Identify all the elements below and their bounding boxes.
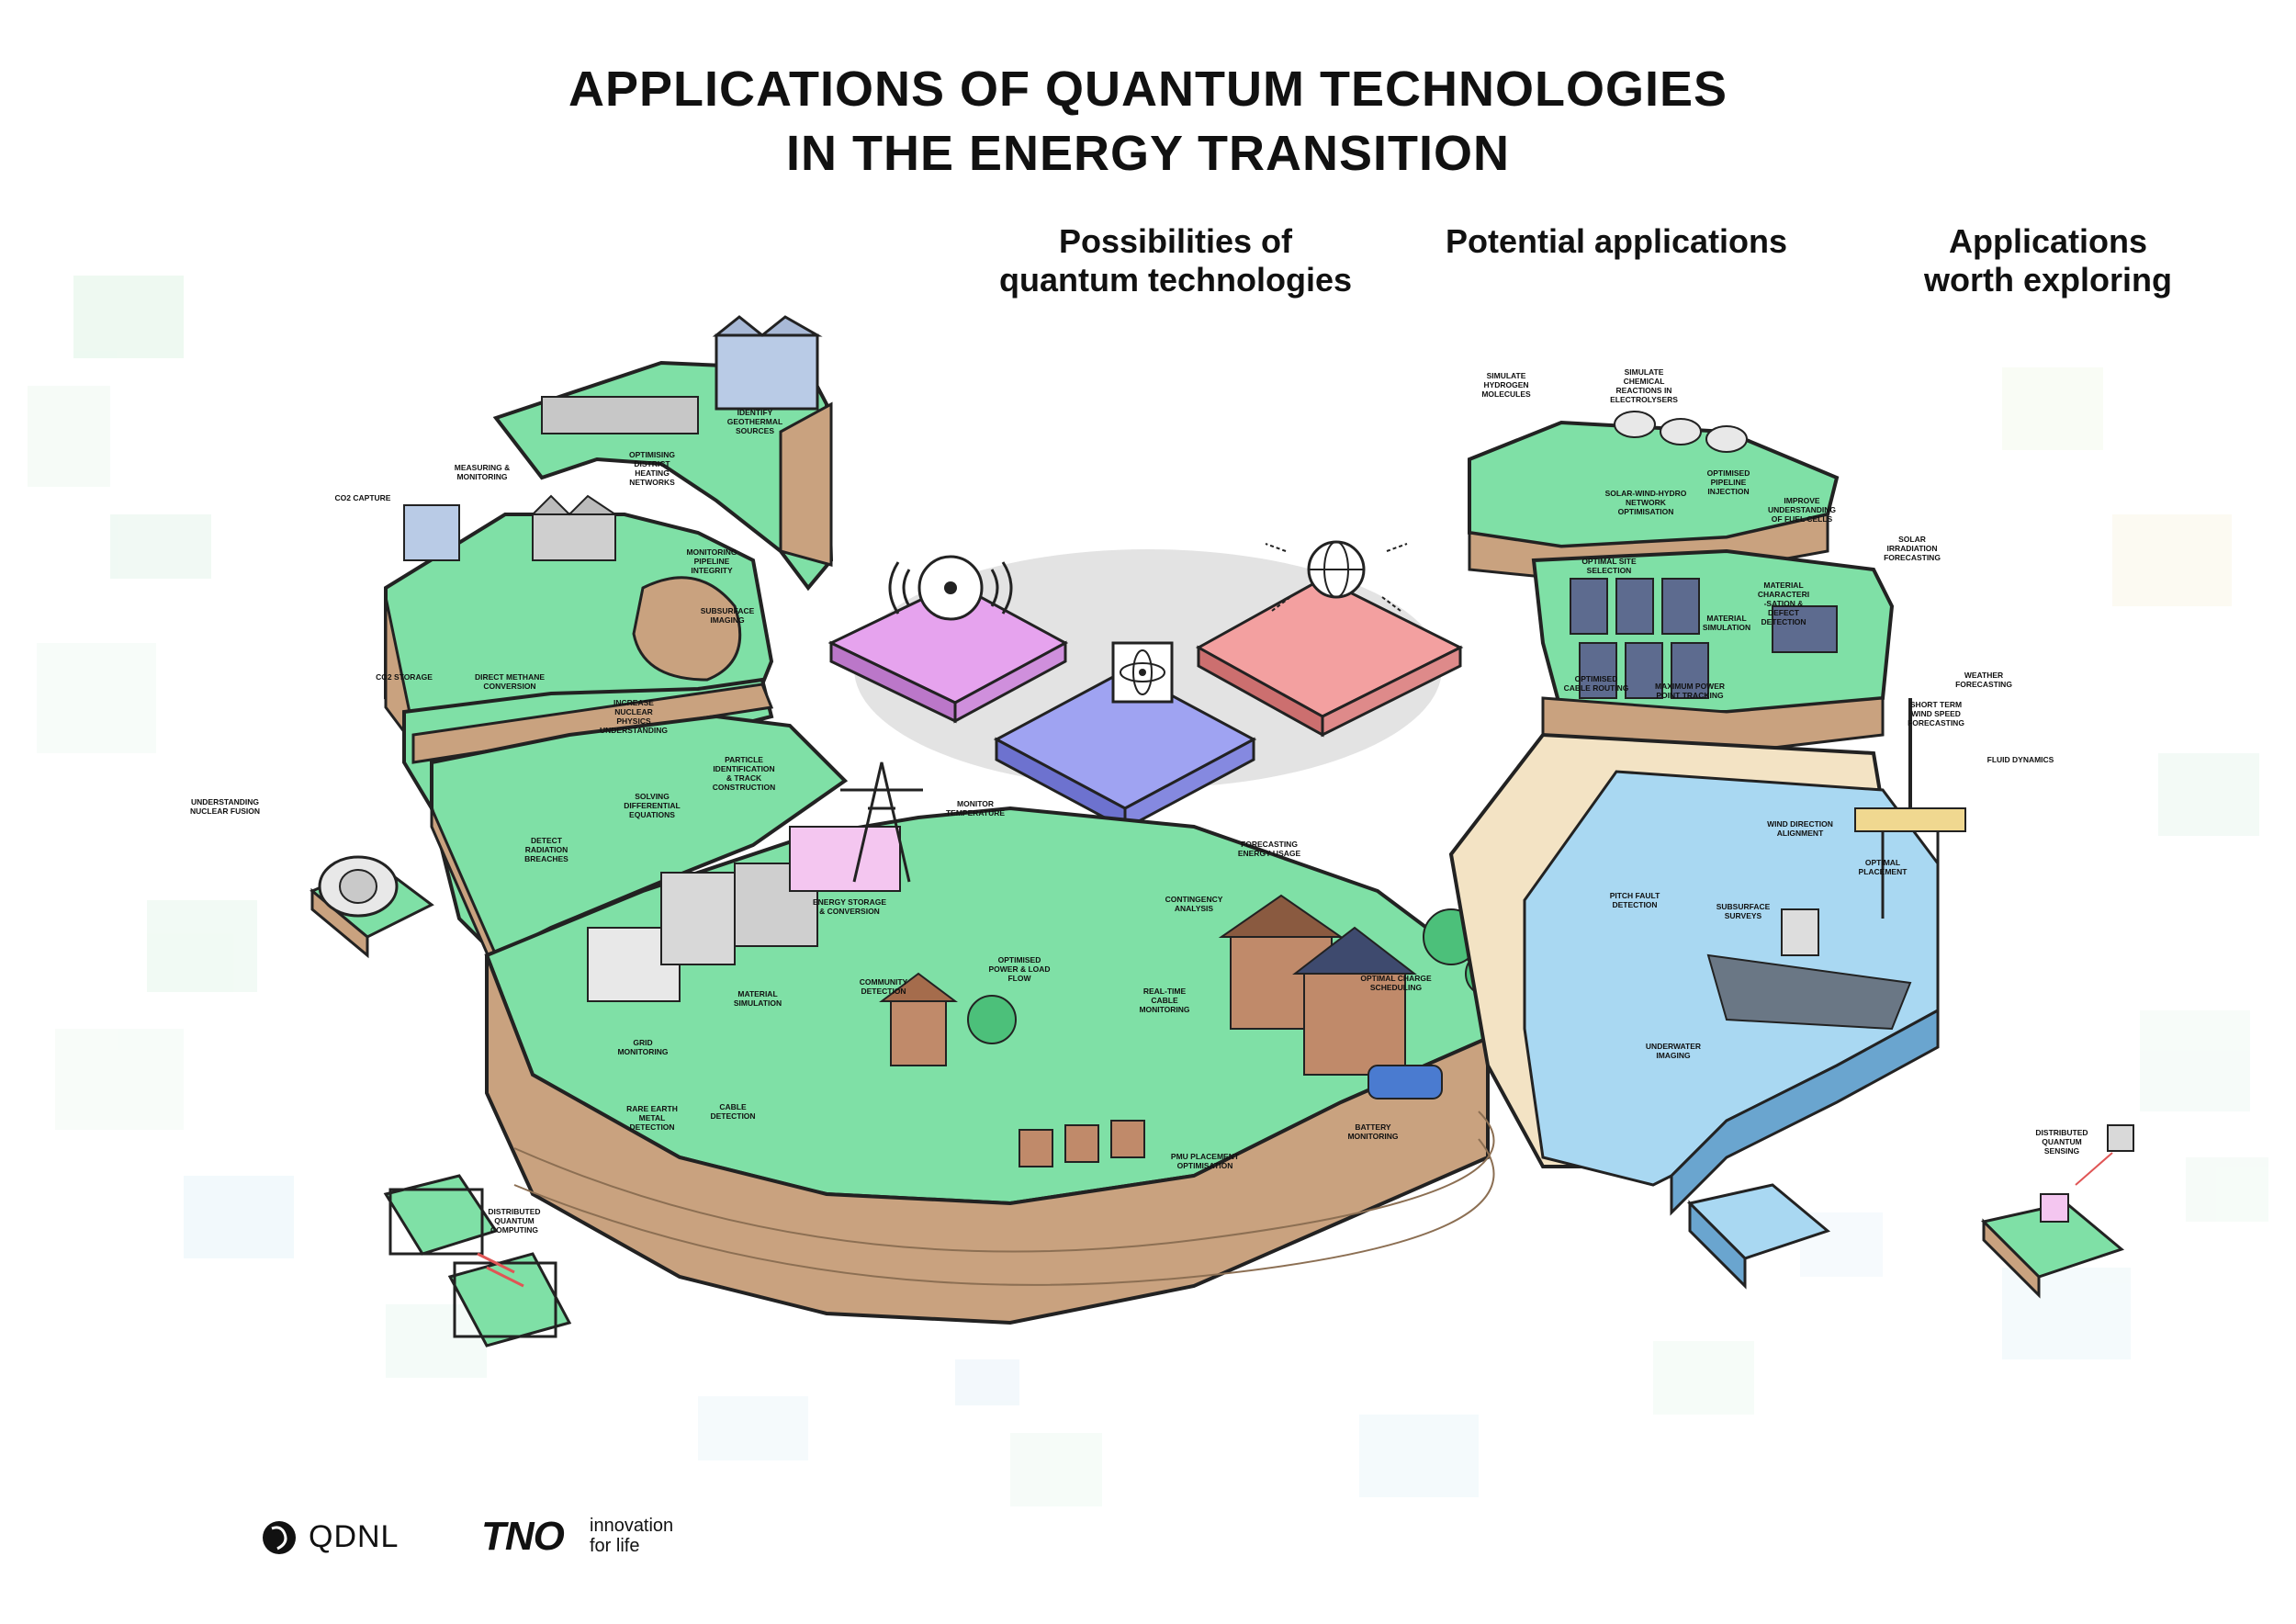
fusion-tile	[310, 855, 434, 959]
title-line-2: IN THE ENERGY TRANSITION	[785, 126, 1511, 181]
sensing-tile[interactable]	[827, 581, 1069, 724]
sensing-icon	[888, 555, 1013, 621]
label-energy-storage: ENERGY STORAGE& CONVERSION	[813, 897, 886, 916]
tno-tagline-line-1: innovation	[590, 1516, 674, 1536]
terrace-solar	[1531, 548, 1895, 755]
distributed-computing-tiles	[383, 1174, 572, 1348]
label-co2-capture: CO2 CAPTURE	[335, 493, 391, 502]
page-title: APPLICATIONS OF QUANTUM TECHNOLOGIES IN …	[0, 57, 2296, 186]
tno-tagline: innovation for life	[590, 1516, 673, 1556]
terrace-city-grid	[484, 761, 1511, 1325]
networking-globe-icon	[1265, 540, 1408, 612]
label-measuring-monitoring: MEASURING &MONITORING	[455, 463, 510, 481]
legend-possibilities: Possibilities of quantum technologies	[998, 222, 1352, 299]
terrace-offshore	[1448, 698, 1966, 1216]
computing-chip-icon	[1111, 641, 1174, 704]
title-line-1: APPLICATIONS OF QUANTUM TECHNOLOGIES	[568, 62, 1728, 117]
background-squares	[28, 276, 2268, 1506]
computing-tile[interactable]	[993, 669, 1257, 831]
terrace-district-heating	[492, 315, 834, 592]
distributed-sensing-tile	[1981, 1124, 2134, 1299]
tno-logo-text: TNO	[481, 1514, 565, 1559]
qdnl-logo-text: QDNL	[309, 1519, 400, 1554]
legend-worth: Applications worth exploring	[1924, 222, 2172, 299]
legend-potential: Potential applications	[1445, 222, 1788, 260]
networking-tile[interactable]	[1195, 577, 1464, 738]
tno-tagline-line-2: for life	[590, 1536, 640, 1556]
underwater-tile	[1687, 1183, 1831, 1290]
label-co2-storage: CO2 STORAGE	[376, 672, 433, 682]
label-fluid-dynamics: FLUID DYNAMICS	[1987, 755, 2054, 764]
qdnl-logo	[263, 1521, 296, 1554]
terrace-hydrogen	[1468, 411, 1840, 581]
